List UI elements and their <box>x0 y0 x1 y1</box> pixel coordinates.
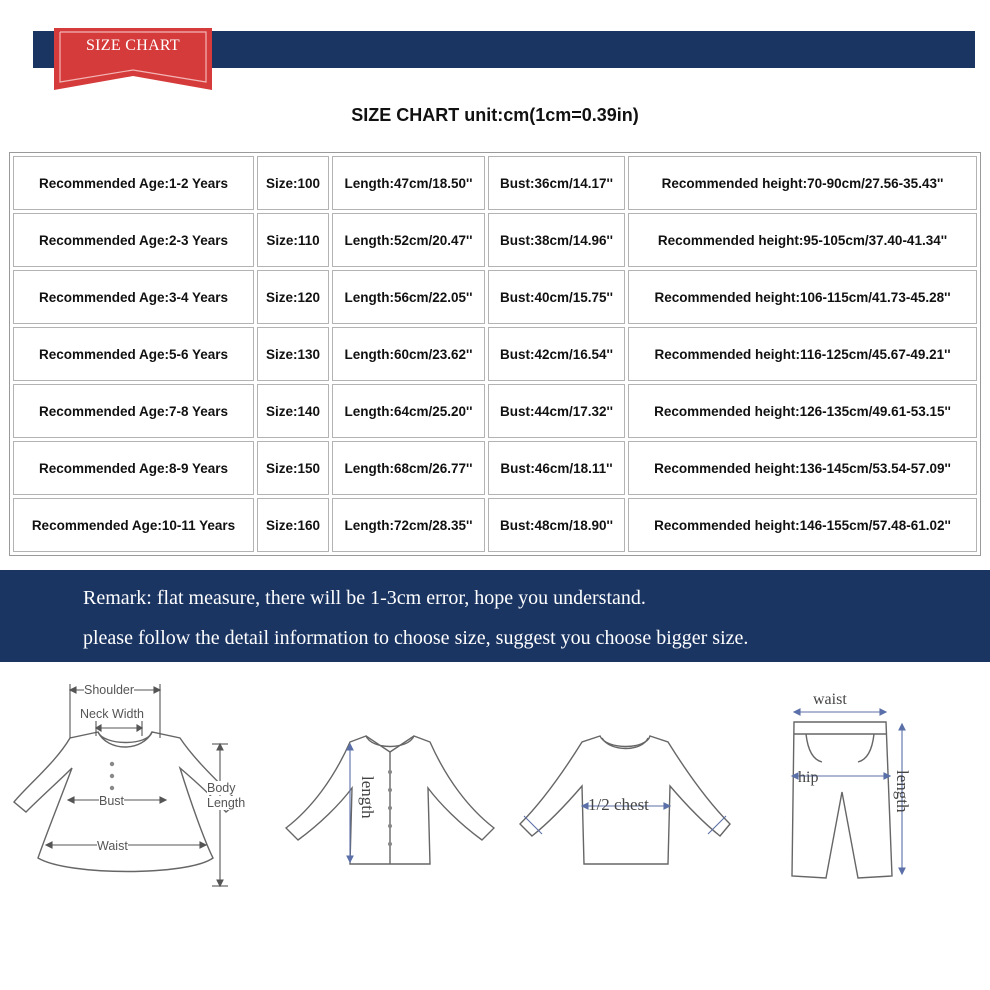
length-cell: Length:52cm/20.47'' <box>332 213 485 267</box>
age-cell: Recommended Age:5-6 Years <box>13 327 254 381</box>
pants-outline-icon <box>790 708 906 879</box>
bust-cell: Bust:40cm/15.75'' <box>488 270 625 324</box>
age-cell: Recommended Age:8-9 Years <box>13 441 254 495</box>
shirt-outline-icon <box>284 735 496 865</box>
bust-cell: Bust:36cm/14.17'' <box>488 156 625 210</box>
length-cell: Length:68cm/26.77'' <box>332 441 485 495</box>
age-cell: Recommended Age:7-8 Years <box>13 384 254 438</box>
dress-body-label: Body <box>207 781 236 795</box>
height-cell: Recommended height:95-105cm/37.40-41.34'… <box>628 213 977 267</box>
shirt-length-label: length <box>358 776 377 819</box>
chart-title: SIZE CHART unit:cm(1cm=0.39in) <box>351 105 639 125</box>
age-cell: Recommended Age:3-4 Years <box>13 270 254 324</box>
dress-length-label: Length <box>207 796 246 810</box>
dress-neck-width-label: Neck Width <box>80 707 144 721</box>
height-cell: Recommended height:70-90cm/27.56-35.43'' <box>628 156 977 210</box>
length-cell: Length:64cm/25.20'' <box>332 384 485 438</box>
height-cell: Recommended height:116-125cm/45.67-49.21… <box>628 327 977 381</box>
length-cell: Length:47cm/18.50'' <box>332 156 485 210</box>
bust-cell: Bust:38cm/14.96'' <box>488 213 625 267</box>
age-cell: Recommended Age:10-11 Years <box>13 498 254 552</box>
bust-cell: Bust:46cm/18.11'' <box>488 441 625 495</box>
length-cell: Length:56cm/22.05'' <box>332 270 485 324</box>
shirt-diagram <box>284 728 496 872</box>
pants-length-label: length <box>893 770 912 813</box>
bust-cell: Bust:48cm/18.90'' <box>488 498 625 552</box>
dress-bust-label: Bust <box>99 794 125 808</box>
size-cell: Size:100 <box>257 156 329 210</box>
sweater-outline-icon <box>519 735 731 865</box>
size-cell: Size:120 <box>257 270 329 324</box>
remark-line-1: Remark: flat measure, there will be 1-3c… <box>83 587 646 609</box>
pants-diagram <box>786 700 916 884</box>
size-cell: Size:110 <box>257 213 329 267</box>
size-cell: Size:160 <box>257 498 329 552</box>
height-cell: Recommended height:136-145cm/53.54-57.09… <box>628 441 977 495</box>
ribbon-label: SIZE CHART <box>85 37 181 54</box>
dress-waist-label: Waist <box>97 839 128 853</box>
height-cell: Recommended height:146-155cm/57.48-61.02… <box>628 498 977 552</box>
pants-hip-label: hip <box>798 769 819 786</box>
age-cell: Recommended Age:2-3 Years <box>13 213 254 267</box>
sweater-chest-label: 1/2 chest <box>588 795 649 814</box>
dress-shoulder-label: Shoulder <box>84 683 135 697</box>
length-cell: Length:72cm/28.35'' <box>332 498 485 552</box>
remark-bar <box>0 570 990 662</box>
pants-waist-label: waist <box>813 691 847 708</box>
size-cell: Size:130 <box>257 327 329 381</box>
bust-cell: Bust:44cm/17.32'' <box>488 384 625 438</box>
height-cell: Recommended height:106-115cm/41.73-45.28… <box>628 270 977 324</box>
size-cell: Size:140 <box>257 384 329 438</box>
size-cell: Size:150 <box>257 441 329 495</box>
bust-cell: Bust:42cm/16.54'' <box>488 327 625 381</box>
ribbon-shape <box>54 28 212 90</box>
size-chart-ribbon: SIZE CHART <box>54 28 212 92</box>
age-cell: Recommended Age:1-2 Years <box>13 156 254 210</box>
length-cell: Length:60cm/23.62'' <box>332 327 485 381</box>
remark-line-2: please follow the detail information to … <box>83 627 749 649</box>
sweater-diagram <box>518 730 732 872</box>
height-cell: Recommended height:126-135cm/49.61-53.15… <box>628 384 977 438</box>
